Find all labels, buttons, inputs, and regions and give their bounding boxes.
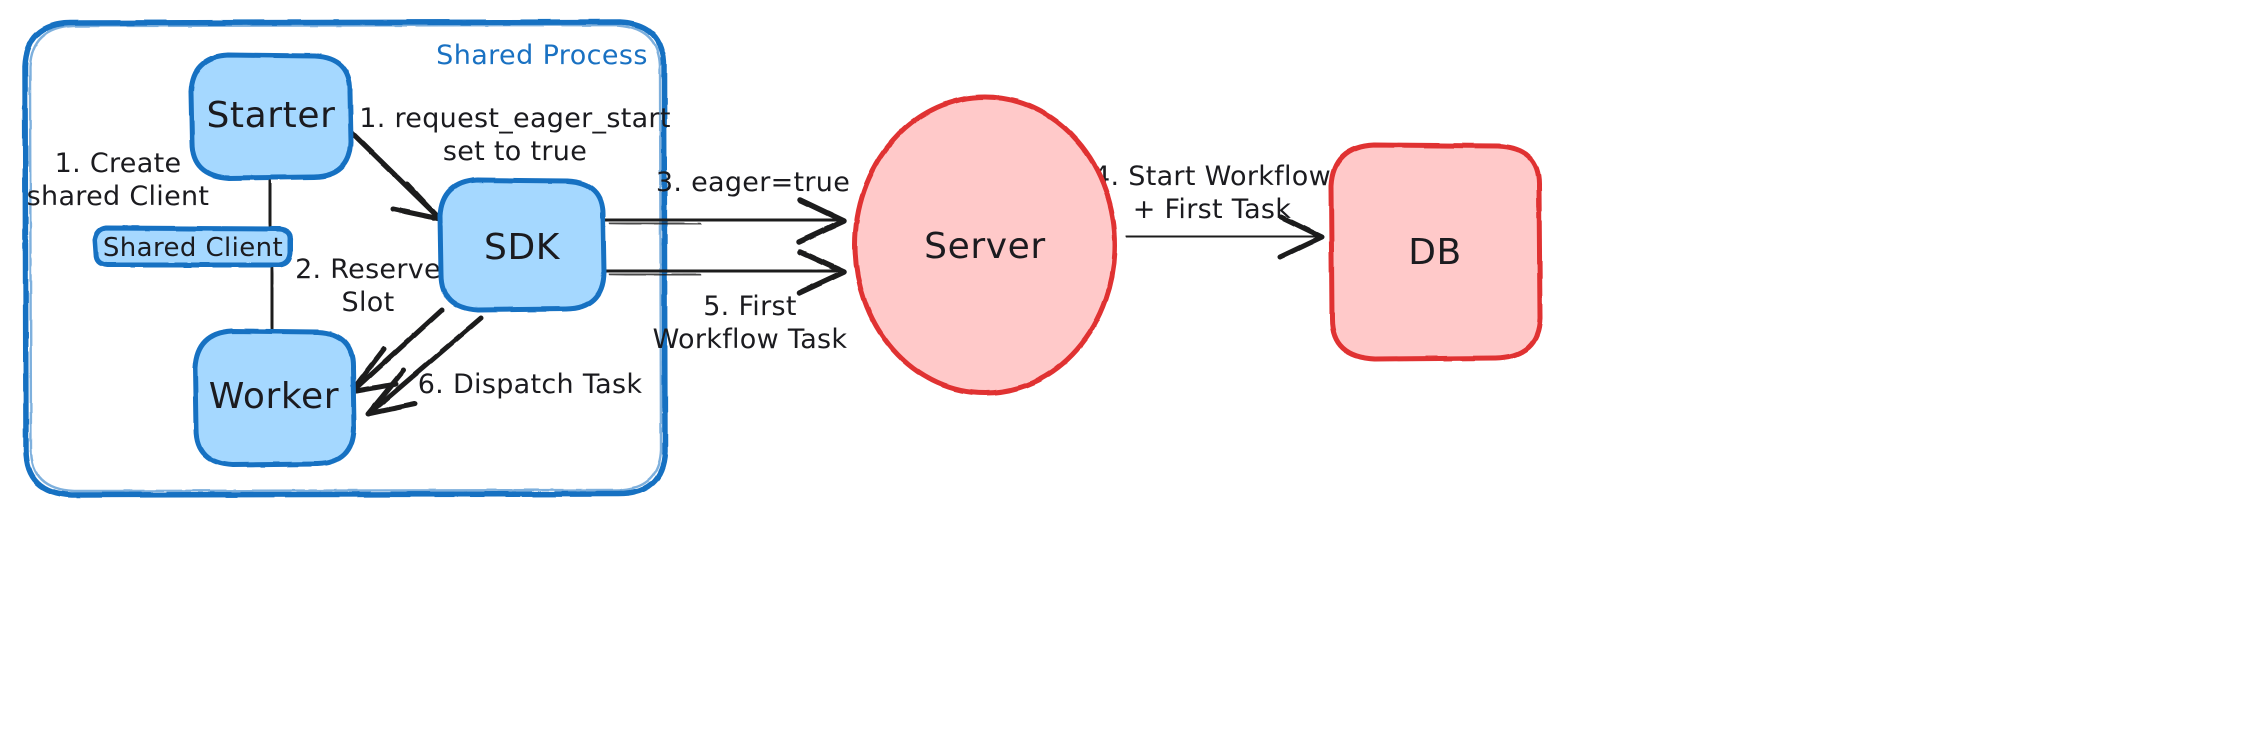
edge-start-workflow-label-line2: + First Task bbox=[1133, 194, 1292, 225]
edge-reserve-slot-label-line1: 2. Reserve bbox=[295, 254, 441, 285]
edge-dispatch-task-label-line1: 6. Dispatch Task bbox=[418, 369, 643, 400]
edge-first-workflow-task: 5. First Workflow Task bbox=[603, 249, 848, 355]
edge-start-workflow-label-line1: 4. Start Workflow bbox=[1093, 161, 1331, 192]
edge-start-workflow: 4. Start Workflow + First Task bbox=[1093, 161, 1331, 260]
node-shared-client[interactable]: Shared Client bbox=[92, 225, 293, 268]
node-shared-client-label: Shared Client bbox=[103, 233, 283, 263]
edge-first-workflow-task-label-line1: 5. First bbox=[703, 291, 797, 322]
node-sdk[interactable]: SDK bbox=[437, 177, 607, 313]
edge-request-eager-start: 1. request_eager_start set to true bbox=[344, 103, 670, 222]
edge-eager-true: 3. eager=true bbox=[603, 167, 850, 245]
container-title: Shared Process bbox=[436, 40, 648, 71]
edge-first-workflow-task-label-line2: Workflow Task bbox=[653, 324, 848, 355]
edge-create-shared-client-label-line2: shared Client bbox=[27, 181, 210, 212]
edge-request-eager-start-label-line2: set to true bbox=[443, 136, 587, 167]
node-sdk-label: SDK bbox=[484, 227, 561, 268]
node-server-label: Server bbox=[924, 226, 1046, 267]
shared-process-container: Shared Process bbox=[22, 19, 668, 498]
node-db-label: DB bbox=[1408, 232, 1462, 273]
edge-eager-true-label-line1: 3. eager=true bbox=[656, 167, 850, 198]
node-worker-label: Worker bbox=[209, 376, 339, 417]
node-starter[interactable]: Starter bbox=[188, 52, 354, 181]
edge-dispatch-task: 6. Dispatch Task bbox=[365, 315, 643, 417]
edge-create-shared-client-label-line1: 1. Create bbox=[55, 148, 182, 179]
edge-request-eager-start-label-line1: 1. request_eager_start bbox=[359, 103, 670, 134]
node-worker[interactable]: Worker bbox=[192, 328, 357, 468]
edge-create-shared-client: 1. Create shared Client bbox=[27, 148, 276, 337]
edge-reserve-slot-label-line2: Slot bbox=[342, 287, 395, 318]
node-starter-label: Starter bbox=[206, 95, 335, 136]
node-server[interactable]: Server bbox=[852, 94, 1118, 396]
edge-reserve-slot: 2. Reserve Slot bbox=[295, 254, 445, 395]
node-db[interactable]: DB bbox=[1328, 142, 1543, 362]
